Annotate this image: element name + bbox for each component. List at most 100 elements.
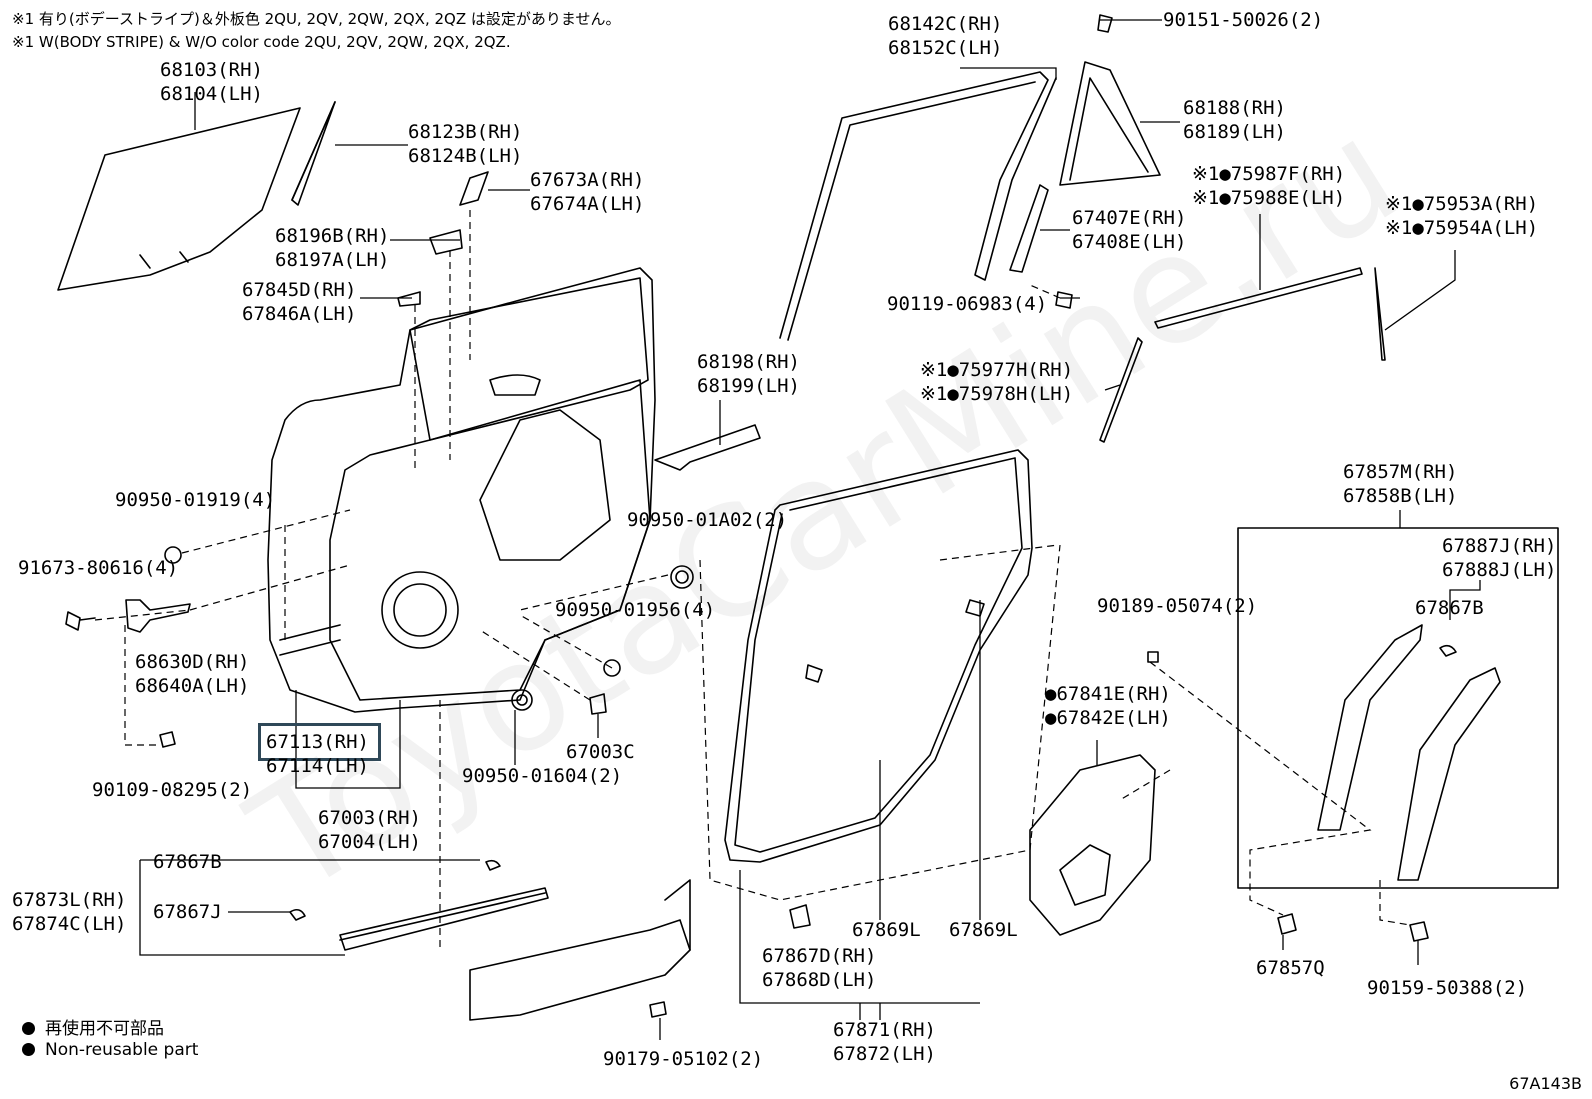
part-number: 91673-80616(4) [18,557,179,579]
callout-67869l-a[interactable]: 67869L [852,918,921,942]
part-number: 68152C(LH) [888,37,1003,59]
clip-67867d [789,904,811,929]
callout-90109[interactable]: 90109-08295(2) [92,778,252,802]
door-weatherstrip-67871 [724,449,1033,863]
callout-90950-01604[interactable]: 90950-01604(2) [462,764,622,788]
clip-67867b-right [1439,644,1457,657]
callout-67407[interactable]: 67407E(RH)67408E(LH) [1072,206,1186,254]
diagram-code: 67A143B [1509,1074,1582,1093]
part-number: 67673A(RH) [530,169,645,191]
frame-weatherstrip-68142 [779,71,1057,339]
callout-75977[interactable]: ※1●75977H(RH)※1●75978H(LH) [920,358,1073,406]
callout-67003c[interactable]: 67003C [566,740,635,764]
part-number: 67846A(LH) [242,303,357,325]
rear-door-panel [267,267,656,713]
callout-68630[interactable]: 68630D(RH)68640A(LH) [135,650,249,698]
part-number: 67867B [1415,597,1484,619]
bolt-90109 [159,731,176,748]
callout-90950-01956[interactable]: 90950-01956(4) [555,598,715,622]
part-number: ●67841E(RH) [1045,683,1171,705]
garnish-67887 [1397,667,1501,881]
bolt-90119 [1055,291,1073,309]
callout-67867b-right[interactable]: 67867B [1415,596,1484,620]
screw-90151 [1097,14,1113,33]
callout-67857m[interactable]: 67857M(RH)67858B(LH) [1343,460,1457,508]
bullet-icon [22,1043,35,1056]
callout-91673[interactable]: 91673-80616(4) [18,556,178,580]
division-bar-67407 [1009,184,1049,273]
callout-68188[interactable]: 68188(RH)68189(LH) [1183,96,1286,144]
callout-90189[interactable]: 90189-05074(2) [1097,594,1257,618]
bracket-68198 [654,424,761,471]
clip-90189 [1147,651,1159,663]
callout-68103[interactable]: 68103(RH)68104(LH) [160,58,263,106]
callout-68142[interactable]: 68142C(RH)68152C(LH) [888,12,1002,60]
door-glass [57,107,301,291]
part-number: 90950-01919(4) [115,489,276,511]
part-number: 90119-06983(4) [887,293,1048,315]
part-number: 67872(LH) [833,1043,936,1065]
callout-67873[interactable]: 67873L(RH)67874C(LH) [12,888,126,936]
part-number: 67874C(LH) [12,913,127,935]
stripe-75977 [1099,337,1143,443]
belt-weatherstrip-67873 [339,887,549,951]
callout-75987[interactable]: ※1●75987F(RH)※1●75988E(LH) [1192,162,1345,210]
callout-67841[interactable]: ●67841E(RH)●67842E(LH) [1045,682,1171,730]
callout-67857q[interactable]: 67857Q [1256,956,1325,980]
part-number: ※1●75988E(LH) [1192,187,1346,209]
callout-90159[interactable]: 90159-50388(2) [1367,976,1527,1000]
part-number: 67869L [852,919,921,941]
part-number: 67674A(LH) [530,193,645,215]
callout-67845[interactable]: 67845D(RH)67846A(LH) [242,278,356,326]
part-number: 67845D(RH) [242,279,357,301]
note-jp: ※1 有り(ボデーストライプ)＆外板色 2QU, 2QV, 2QW, 2QX, … [12,10,621,28]
callout-67673[interactable]: 67673A(RH)67674A(LH) [530,168,644,216]
clip-67869l-a [805,664,823,683]
part-number: 67873L(RH) [12,889,127,911]
part-number: 90159-50388(2) [1367,977,1528,999]
clip-67857q [1277,913,1297,935]
clip-67869l-b [965,599,985,617]
part-number: 67003(RH) [318,807,421,829]
part-number: 68640A(LH) [135,675,250,697]
garnish-group-box [1237,527,1559,889]
clip-67867b-left [485,859,501,871]
callout-67871[interactable]: 67871(RH)67872(LH) [833,1018,936,1066]
part-number: 68104(LH) [160,83,263,105]
callout-90950-01A02[interactable]: 90950-01A02(2) [627,508,787,532]
callout-67867b-left[interactable]: 67867B [153,850,222,874]
callout-90179[interactable]: 90179-05102(2) [603,1047,763,1071]
part-number: 67113(RH) [266,731,369,753]
clip-68196 [429,229,463,255]
part-number: 90151-50026(2) [1163,9,1324,31]
part-number: ●67842E(LH) [1045,707,1171,729]
callout-67869l-b[interactable]: 67869L [949,918,1018,942]
callout-90151[interactable]: 90151-50026(2) [1163,8,1323,32]
part-number: 90950-01604(2) [462,765,623,787]
callout-68123[interactable]: 68123B(RH)68124B(LH) [408,120,522,168]
callout-75953[interactable]: ※1●75953A(RH)※1●75954A(LH) [1385,192,1538,240]
legend-text: Non-reusable part [45,1040,199,1060]
part-number: 90950-01A02(2) [627,509,788,531]
callout-90119[interactable]: 90119-06983(4) [887,292,1047,316]
part-number: 67003C [566,741,635,763]
part-number: 68630D(RH) [135,651,250,673]
callout-67887[interactable]: 67887J(RH)67888J(LH) [1442,534,1556,582]
grommet-90950-01919 [164,546,182,564]
bolt-91673 [65,611,96,631]
callout-68198[interactable]: 68198(RH)68199(LH) [697,350,800,398]
part-number: 67888J(LH) [1442,559,1557,581]
part-number: 67408E(LH) [1072,231,1187,253]
callout-90950-01919[interactable]: 90950-01919(4) [115,488,275,512]
callout-67867d[interactable]: 67867D(RH)67868D(LH) [762,944,876,992]
clip-67867j [289,908,306,921]
bullet-icon [22,1022,35,1035]
callout-67867j[interactable]: 67867J [153,900,222,924]
grommet-90950-01604 [511,689,533,711]
callout-67003[interactable]: 67003(RH)67004(LH) [318,806,421,854]
part-number: 68198(RH) [697,351,800,373]
callout-68196[interactable]: 68196B(RH)68197A(LH) [275,224,389,272]
rocker-panel [469,919,691,1021]
part-number: 67857M(RH) [1343,461,1458,483]
callout-67113[interactable]: 67113(RH)67114(LH) [266,730,369,778]
